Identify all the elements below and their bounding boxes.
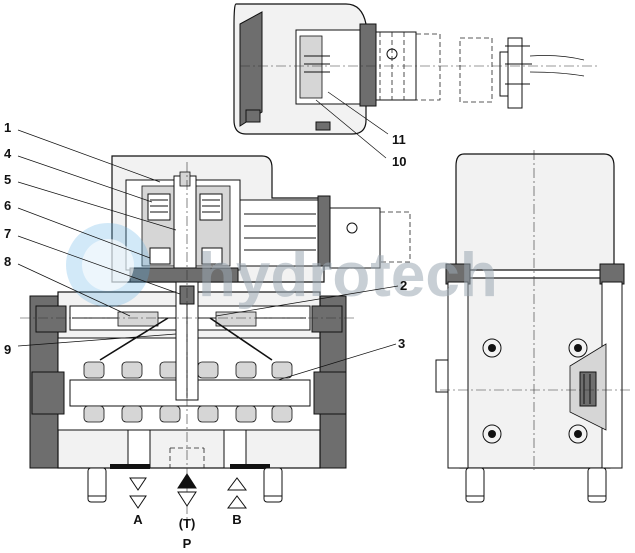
top-detail-view <box>233 3 600 135</box>
callout-7: 7 <box>4 226 11 241</box>
watermark-logo: hydrotech <box>66 223 498 310</box>
port-label-p: P <box>183 536 192 551</box>
callout-10: 10 <box>392 154 406 169</box>
watermark-text: hydrotech <box>198 241 498 310</box>
port-arrows <box>129 473 247 509</box>
port-label-b: B <box>232 512 241 527</box>
callout-8: 8 <box>4 254 11 269</box>
callout-5: 5 <box>4 172 11 187</box>
callout-4: 4 <box>4 146 12 161</box>
callout-11: 11 <box>392 132 406 147</box>
callout-3: 3 <box>398 336 405 351</box>
callout-6: 6 <box>4 198 11 213</box>
port-label-a: A <box>133 512 143 527</box>
port-label-t: (T) <box>179 516 196 531</box>
callout-leaders <box>17 91 399 381</box>
section-view <box>20 155 411 520</box>
spool-lands <box>83 361 293 423</box>
callout-9: 9 <box>4 342 11 357</box>
callout-1: 1 <box>4 120 11 135</box>
side-view <box>435 150 630 503</box>
callout-2: 2 <box>400 278 407 293</box>
